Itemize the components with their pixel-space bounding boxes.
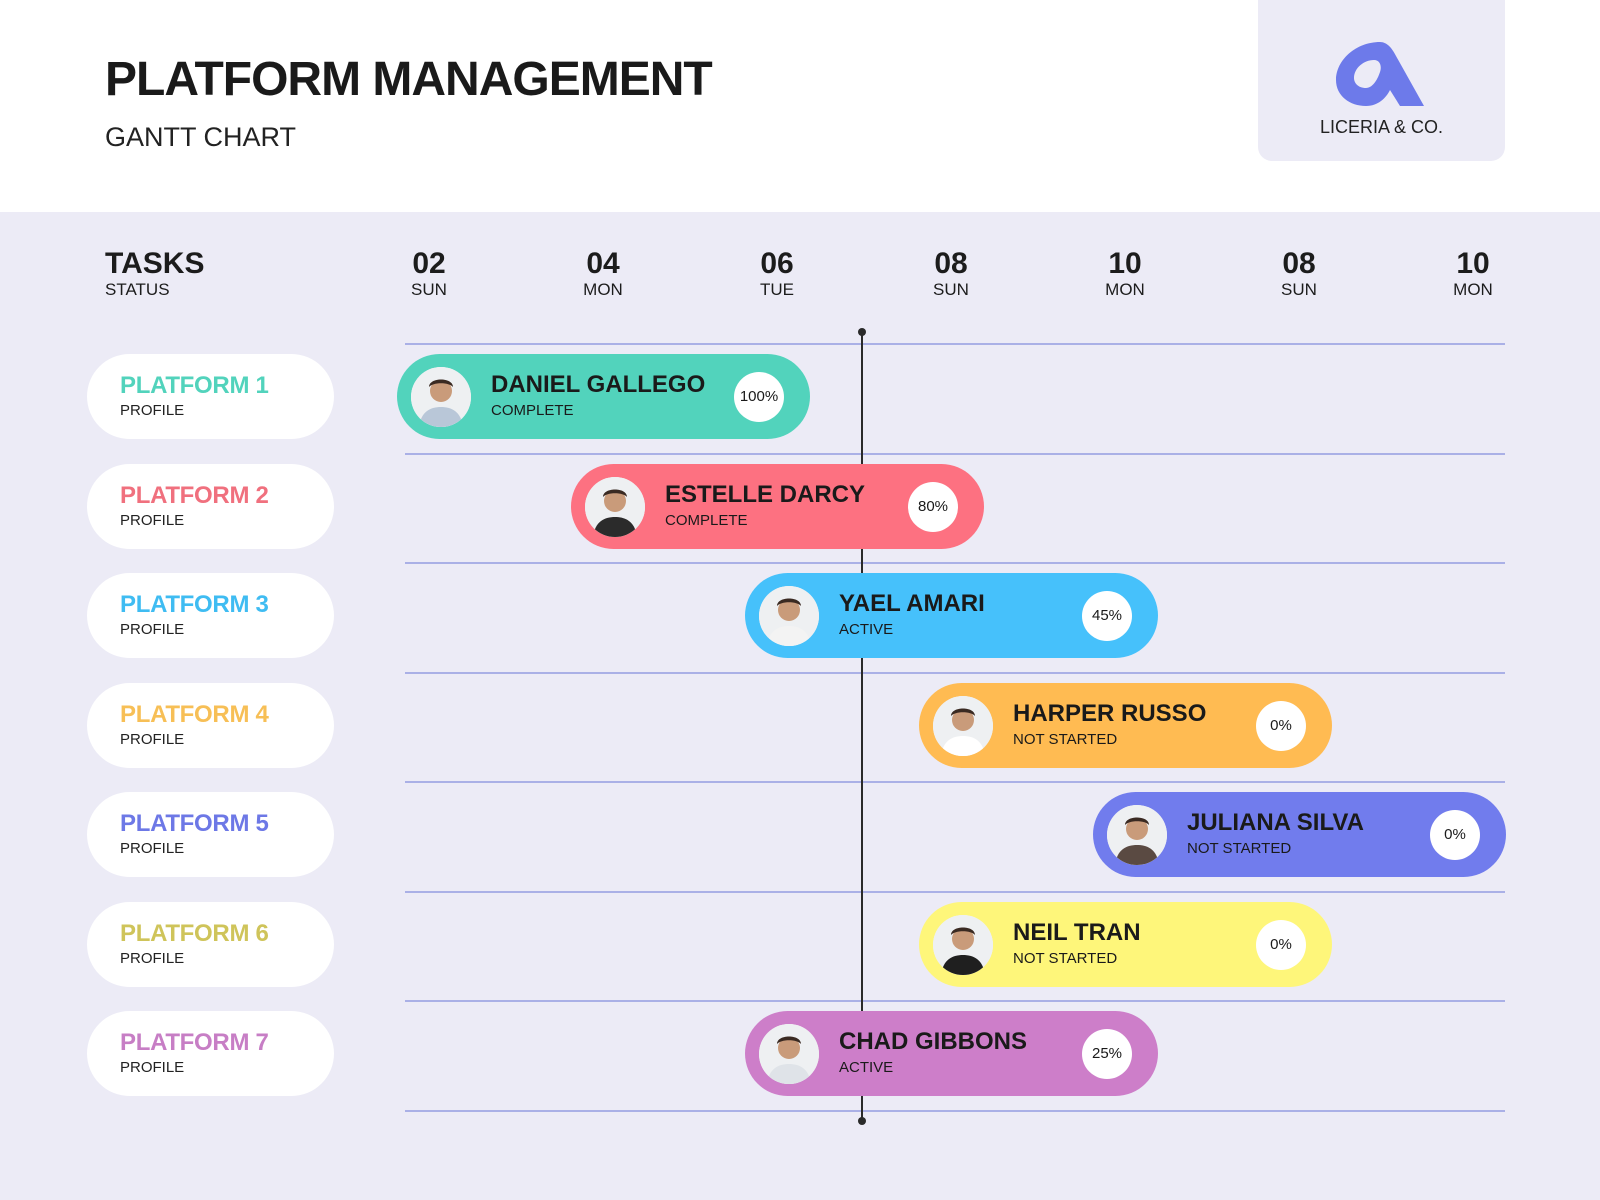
date-weekday-tick: SUN — [411, 280, 447, 299]
progress-badge: 80% — [908, 482, 958, 532]
tasks-header-label: TASKS — [105, 247, 205, 280]
gridline — [405, 453, 1505, 455]
gridline — [405, 1000, 1505, 1002]
gantt-bar[interactable]: HARPER RUSSO NOT STARTED 0% — [919, 683, 1332, 768]
task-name: PLATFORM 4 — [120, 701, 269, 728]
progress-badge: 0% — [1256, 701, 1306, 751]
logo-text: LICERIA & CO. — [1319, 117, 1444, 137]
task-status: ACTIVE — [839, 1059, 894, 1076]
date-weekday-tick: TUE — [760, 280, 794, 299]
avatar — [759, 586, 819, 646]
gridline — [405, 343, 1505, 345]
task-name: PLATFORM 2 — [120, 482, 269, 509]
gridline — [405, 781, 1505, 783]
date-weekday-tick: MON — [1453, 280, 1493, 299]
date-weekday-tick: MON — [1105, 280, 1145, 299]
avatar — [585, 477, 645, 537]
header: PLATFORM MANAGEMENT GANTT CHART LICERIA … — [0, 0, 1600, 212]
date-day-tick: 10 — [1456, 247, 1490, 280]
task-label-pill: PLATFORM 1 PROFILE — [87, 354, 334, 439]
task-status: NOT STARTED — [1013, 950, 1118, 967]
task-sub: PROFILE — [120, 402, 185, 419]
gridline — [405, 672, 1505, 674]
task-status: NOT STARTED — [1013, 731, 1118, 748]
task-status: NOT STARTED — [1187, 840, 1292, 857]
progress-badge: 0% — [1256, 920, 1306, 970]
task-label-pill: PLATFORM 6 PROFILE — [87, 902, 334, 987]
assignee-name: JULIANA SILVA — [1187, 809, 1364, 836]
today-marker-line — [861, 331, 863, 1121]
logo: LICERIA & CO. — [1258, 0, 1505, 161]
task-sub: PROFILE — [120, 840, 185, 857]
today-marker-bottom-dot — [858, 1117, 866, 1125]
page-subtitle: GANTT CHART — [105, 122, 297, 152]
assignee-name: DANIEL GALLEGO — [491, 371, 706, 398]
task-name: PLATFORM 3 — [120, 591, 269, 618]
gantt-bar[interactable]: JULIANA SILVA NOT STARTED 0% — [1093, 792, 1506, 877]
task-label-pill: PLATFORM 5 PROFILE — [87, 792, 334, 877]
today-marker-top-dot — [858, 328, 866, 336]
avatar — [411, 367, 471, 427]
task-label-pill: PLATFORM 7 PROFILE — [87, 1011, 334, 1096]
task-status: COMPLETE — [491, 402, 574, 419]
date-day-tick: 08 — [1282, 247, 1316, 280]
date-weekday-tick: SUN — [1281, 280, 1317, 299]
gridline — [405, 891, 1505, 893]
assignee-name: CHAD GIBBONS — [839, 1028, 1028, 1055]
progress-badge: 0% — [1430, 810, 1480, 860]
assignee-name: NEIL TRAN — [1013, 919, 1141, 946]
avatar — [933, 915, 993, 975]
page-title: PLATFORM MANAGEMENT — [105, 53, 713, 106]
date-day-tick: 06 — [760, 247, 794, 280]
tasks-header-sub: STATUS — [105, 280, 170, 299]
task-status: COMPLETE — [665, 512, 748, 529]
avatar — [759, 1024, 819, 1084]
assignee-name: ESTELLE DARCY — [665, 481, 866, 508]
gridline — [405, 1110, 1505, 1112]
gantt-bar[interactable]: NEIL TRAN NOT STARTED 0% — [919, 902, 1332, 987]
task-name: PLATFORM 5 — [120, 810, 269, 837]
assignee-name: YAEL AMARI — [839, 590, 985, 617]
task-sub: PROFILE — [120, 512, 185, 529]
date-weekday-tick: MON — [583, 280, 623, 299]
avatar — [933, 696, 993, 756]
task-name: PLATFORM 7 — [120, 1029, 269, 1056]
date-day-tick: 02 — [412, 247, 446, 280]
gantt-bar[interactable]: CHAD GIBBONS ACTIVE 25% — [745, 1011, 1158, 1096]
task-label-pill: PLATFORM 2 PROFILE — [87, 464, 334, 549]
task-sub: PROFILE — [120, 1059, 185, 1076]
gridline — [405, 562, 1505, 564]
task-name: PLATFORM 1 — [120, 372, 269, 399]
assignee-name: HARPER RUSSO — [1013, 700, 1207, 727]
date-weekday-tick: SUN — [933, 280, 969, 299]
gantt-bar[interactable]: YAEL AMARI ACTIVE 45% — [745, 573, 1158, 658]
task-name: PLATFORM 6 — [120, 920, 269, 947]
progress-badge: 45% — [1082, 591, 1132, 641]
gantt-bar[interactable]: ESTELLE DARCY COMPLETE 80% — [571, 464, 984, 549]
task-sub: PROFILE — [120, 950, 185, 967]
task-status: ACTIVE — [839, 621, 894, 638]
progress-badge: 100% — [734, 372, 784, 422]
task-sub: PROFILE — [120, 621, 185, 638]
tasks-column-header: TASKS STATUS — [105, 248, 204, 300]
date-day-tick: 08 — [934, 247, 968, 280]
progress-badge: 25% — [1082, 1029, 1132, 1079]
date-day-tick: 10 — [1108, 247, 1142, 280]
task-sub: PROFILE — [120, 731, 185, 748]
logo-mark-icon — [1336, 42, 1424, 106]
task-label-pill: PLATFORM 4 PROFILE — [87, 683, 334, 768]
avatar — [1107, 805, 1167, 865]
task-label-pill: PLATFORM 3 PROFILE — [87, 573, 334, 658]
date-day-tick: 04 — [586, 247, 620, 280]
gantt-bar[interactable]: DANIEL GALLEGO COMPLETE 100% — [397, 354, 810, 439]
